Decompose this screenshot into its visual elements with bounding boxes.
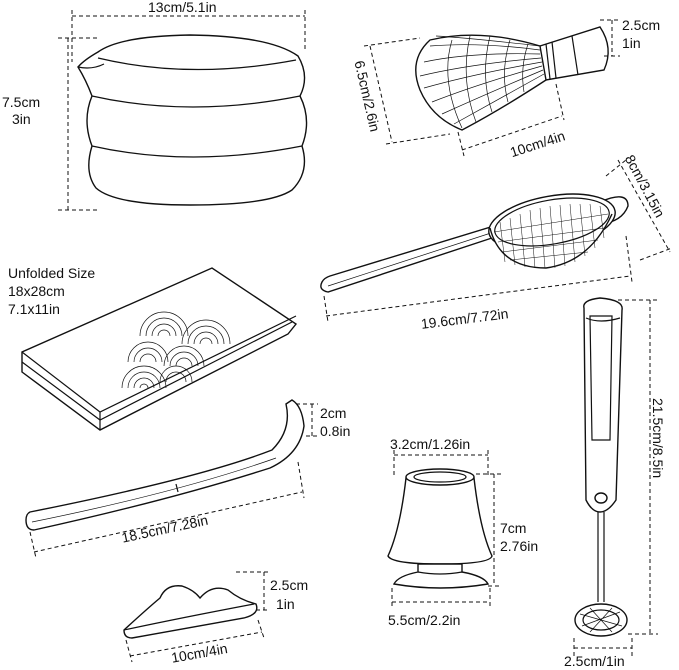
whisk-holder-illustration: [387, 468, 493, 589]
whisk-diameter-in-label: 1in: [622, 35, 641, 51]
holder-top-label: 3.2cm/1.26in: [390, 436, 471, 452]
holder-height-dimension: [476, 473, 502, 587]
rest-length-dimension: [125, 619, 265, 663]
bowl-height-dimension: [58, 37, 100, 211]
whisk-length-dimension: [457, 83, 565, 157]
scoop-height-cm-label: 2cm: [320, 405, 347, 421]
sieve-length-dimension: [323, 235, 633, 323]
whisk-height-dimension: [363, 37, 451, 145]
holder-top-dimension: [393, 450, 489, 476]
rest-height-in-label: 1in: [276, 596, 295, 612]
sieve-diameter-dimension: [605, 159, 673, 261]
bowl-width-dimension: [71, 10, 306, 62]
rest-height-dimension: [236, 571, 270, 611]
holder-height-in-label: 2.76in: [500, 538, 539, 554]
rest-height-cm-label: 2.5cm: [270, 577, 309, 593]
frother-length-label: 21.5cm/8.5in: [650, 398, 666, 479]
bowl-width-label: 13cm/5.1in: [148, 0, 217, 15]
scoop-height-dimension: [296, 403, 318, 437]
holder-base-label: 5.5cm/2.2in: [388, 612, 461, 628]
matcha-bowl-illustration: [77, 34, 308, 206]
whisk-diameter-cm-label: 2.5cm: [622, 17, 661, 33]
bamboo-whisk-illustration: [415, 26, 609, 131]
milk-frother-illustration: [574, 297, 628, 637]
holder-base-dimension: [391, 588, 491, 608]
frother-length-dimension: [618, 299, 658, 635]
tea-sieve-illustration: [320, 193, 629, 293]
holder-height-cm-label: 7cm: [500, 520, 527, 536]
cloth-size-in: 7.1x11in: [8, 301, 60, 317]
frother-head-label: 2.5cm/1in: [564, 653, 625, 669]
scoop-length-dimension: [29, 461, 305, 559]
tea-cloth-illustration: [21, 267, 298, 431]
cloth-size-cm: 18x28cm: [8, 283, 65, 299]
cloth-size-title: Unfolded Size: [8, 265, 96, 281]
bowl-height-cm-label: 7.5cm: [2, 94, 41, 110]
whisk-rest-illustration: [123, 585, 258, 639]
whisk-diameter-dimension: [600, 19, 620, 57]
bowl-height-in-label: 3in: [12, 111, 31, 127]
bamboo-scoop-illustration: [25, 399, 305, 531]
scoop-height-in-label: 0.8in: [320, 423, 351, 439]
frother-head-dimension: [573, 638, 633, 656]
